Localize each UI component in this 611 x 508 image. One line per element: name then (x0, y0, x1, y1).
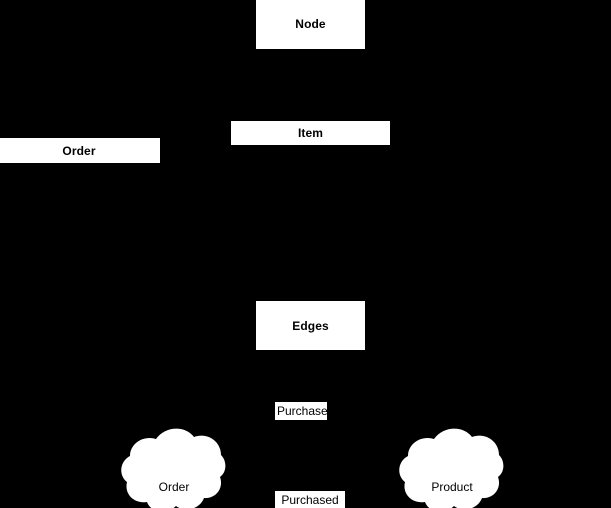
node-box-item-label: Item (297, 126, 324, 140)
cloud-icon (121, 428, 226, 508)
node-box-order-label: Order (62, 143, 96, 158)
node-box-item[interactable]: Item (231, 121, 390, 145)
node-box-edges[interactable]: Edges (256, 301, 365, 350)
cloud-shape-order[interactable]: Order (121, 428, 227, 508)
edge-label-purchase[interactable]: Purchase (275, 402, 328, 420)
cloud-shape-product-label: Product (431, 480, 473, 494)
node-box-node[interactable]: Node (256, 0, 365, 49)
node-box-edges-label: Edges (292, 318, 329, 333)
edge-label-purchased[interactable]: Purchased (275, 491, 345, 508)
cloud-shape-order-label: Order (158, 480, 190, 494)
cloud-shape-product[interactable]: Product (399, 428, 505, 508)
node-box-node-label: Node (295, 16, 326, 31)
node-box-order[interactable]: Order (0, 138, 160, 163)
cloud-icon (399, 428, 504, 508)
